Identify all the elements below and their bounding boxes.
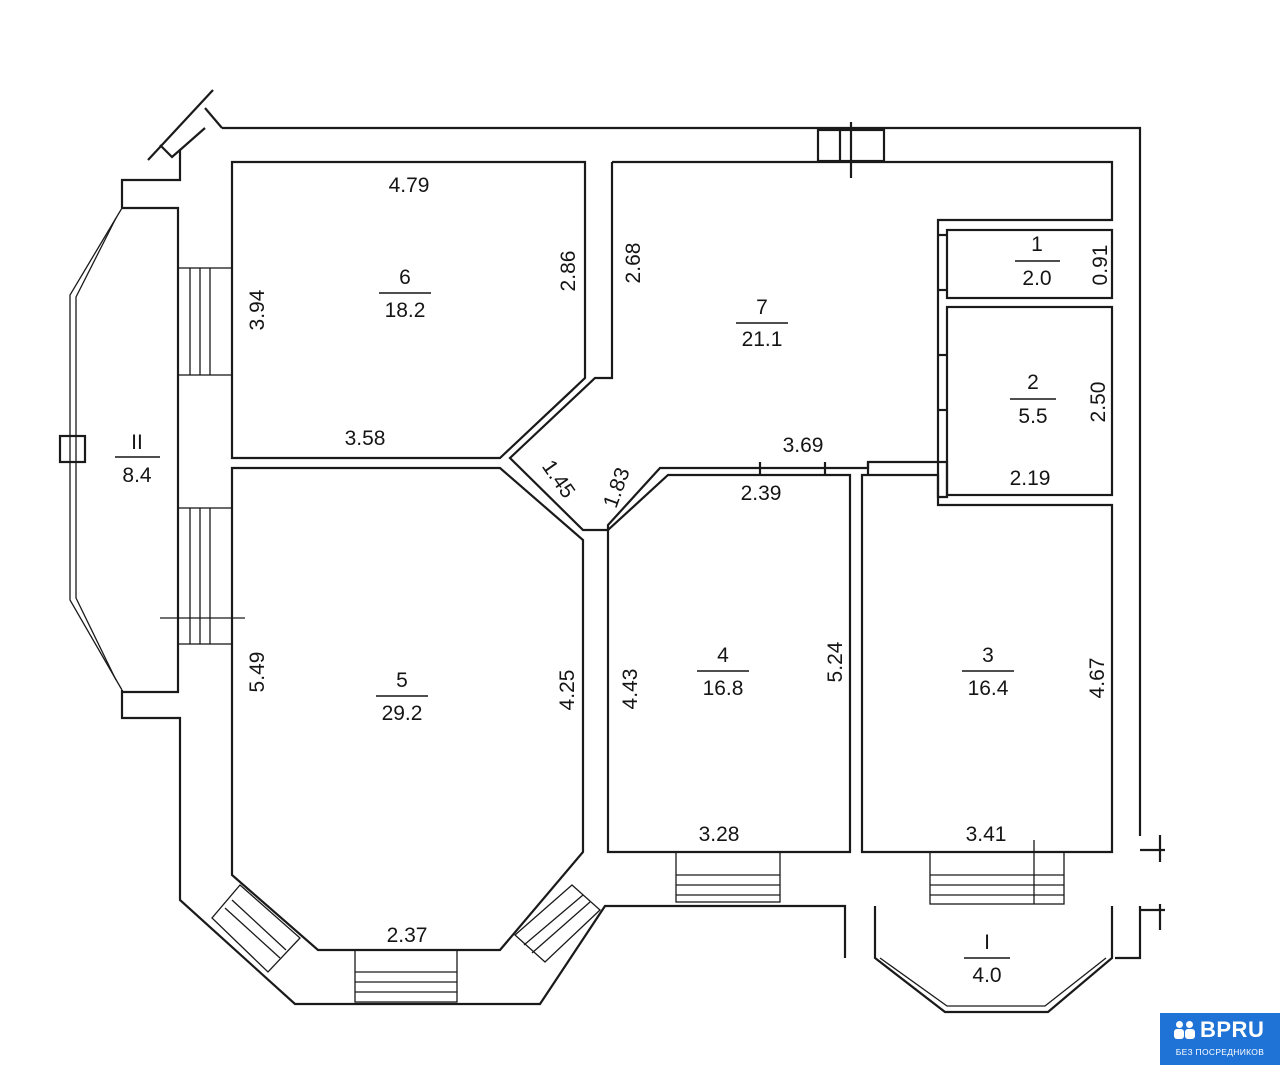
people-icon [1174,1020,1196,1040]
dim-r5-right: 4.25 [556,670,579,711]
loggia-ii-area: 8.4 [122,464,152,487]
dimension-labels: 4.79 3.94 2.86 3.58 2.68 3.69 1.45 1.83 … [246,174,1112,947]
room-4-number: 4 [717,644,729,667]
dim-r6-right: 2.86 [557,251,580,292]
window-room-4 [675,851,781,903]
loggia-ii-outline [58,207,123,691]
room-labels: 1 2.0 2 5.5 3 16.4 4 16.8 5 29.2 6 18.2 … [115,233,1060,987]
bpru-logo: BPRU [1174,1017,1264,1043]
room-4-area: 16.8 [703,677,744,700]
room-1-area: 2.0 [1022,267,1051,290]
bpru-brand-text: BPRU [1200,1017,1265,1042]
window-room-3 [929,840,1065,905]
dim-r4-right: 5.24 [824,641,847,682]
dim-r2-side: 2.50 [1087,382,1110,423]
room-5-number: 5 [396,669,408,692]
dim-r4-bottom: 3.28 [699,823,740,846]
outer-walls [120,89,1165,1006]
dim-r7-door-b: 1.83 [599,465,635,511]
bpru-tagline: БЕЗ ПОСРЕДНИКОВ [1175,1047,1265,1057]
window-left-upper [177,267,233,376]
dim-r4-top: 2.39 [741,482,782,505]
dim-r5-left: 5.49 [246,652,269,693]
room-2-area: 5.5 [1018,405,1047,428]
room-2-number: 2 [1027,371,1039,394]
room-5-outline [230,466,585,952]
dim-r7-left: 2.68 [622,243,645,284]
window-room-5-bottom [354,949,458,1003]
room-1-outline [945,228,1114,300]
dim-r5-bottom: 2.37 [387,924,428,947]
room-5-area: 29.2 [382,702,423,725]
room-3-outline [860,473,1114,854]
room-6-area: 18.2 [385,299,426,322]
room-1-number: 1 [1031,233,1043,256]
room-7-number: 7 [756,296,768,319]
room-4-outline [606,473,852,854]
dim-r6-left: 3.94 [246,289,269,330]
dim-r4-left: 4.43 [619,669,642,710]
window-room-5-left-diag [211,884,301,973]
dim-r2-bottom: 2.19 [1010,467,1051,490]
dim-r7-bottom: 3.69 [783,434,824,457]
dim-r1-side: 0.91 [1089,245,1112,286]
dim-r6-bottom: 3.58 [345,427,386,450]
dim-r7-door-a: 1.45 [537,456,579,503]
room-3-area: 16.4 [968,677,1009,700]
dim-r3-bottom: 3.41 [966,823,1007,846]
dim-r3-right: 4.67 [1086,658,1109,699]
balcony-i-outline [873,906,1114,1014]
balcony-i-number: I [984,931,990,954]
room-3-number: 3 [982,644,994,667]
loggia-ii-number: II [131,431,143,454]
room-7-area: 21.1 [742,328,783,351]
window-room-5-right-diag [514,884,601,963]
dim-r6-top: 4.79 [389,174,430,197]
room-6-number: 6 [399,266,411,289]
top-vent [816,122,886,178]
bpru-watermark-badge[interactable]: BPRU БЕЗ ПОСРЕДНИКОВ [1160,1013,1280,1065]
room-2-outline [945,305,1114,497]
balcony-i-area: 4.0 [972,964,1001,987]
